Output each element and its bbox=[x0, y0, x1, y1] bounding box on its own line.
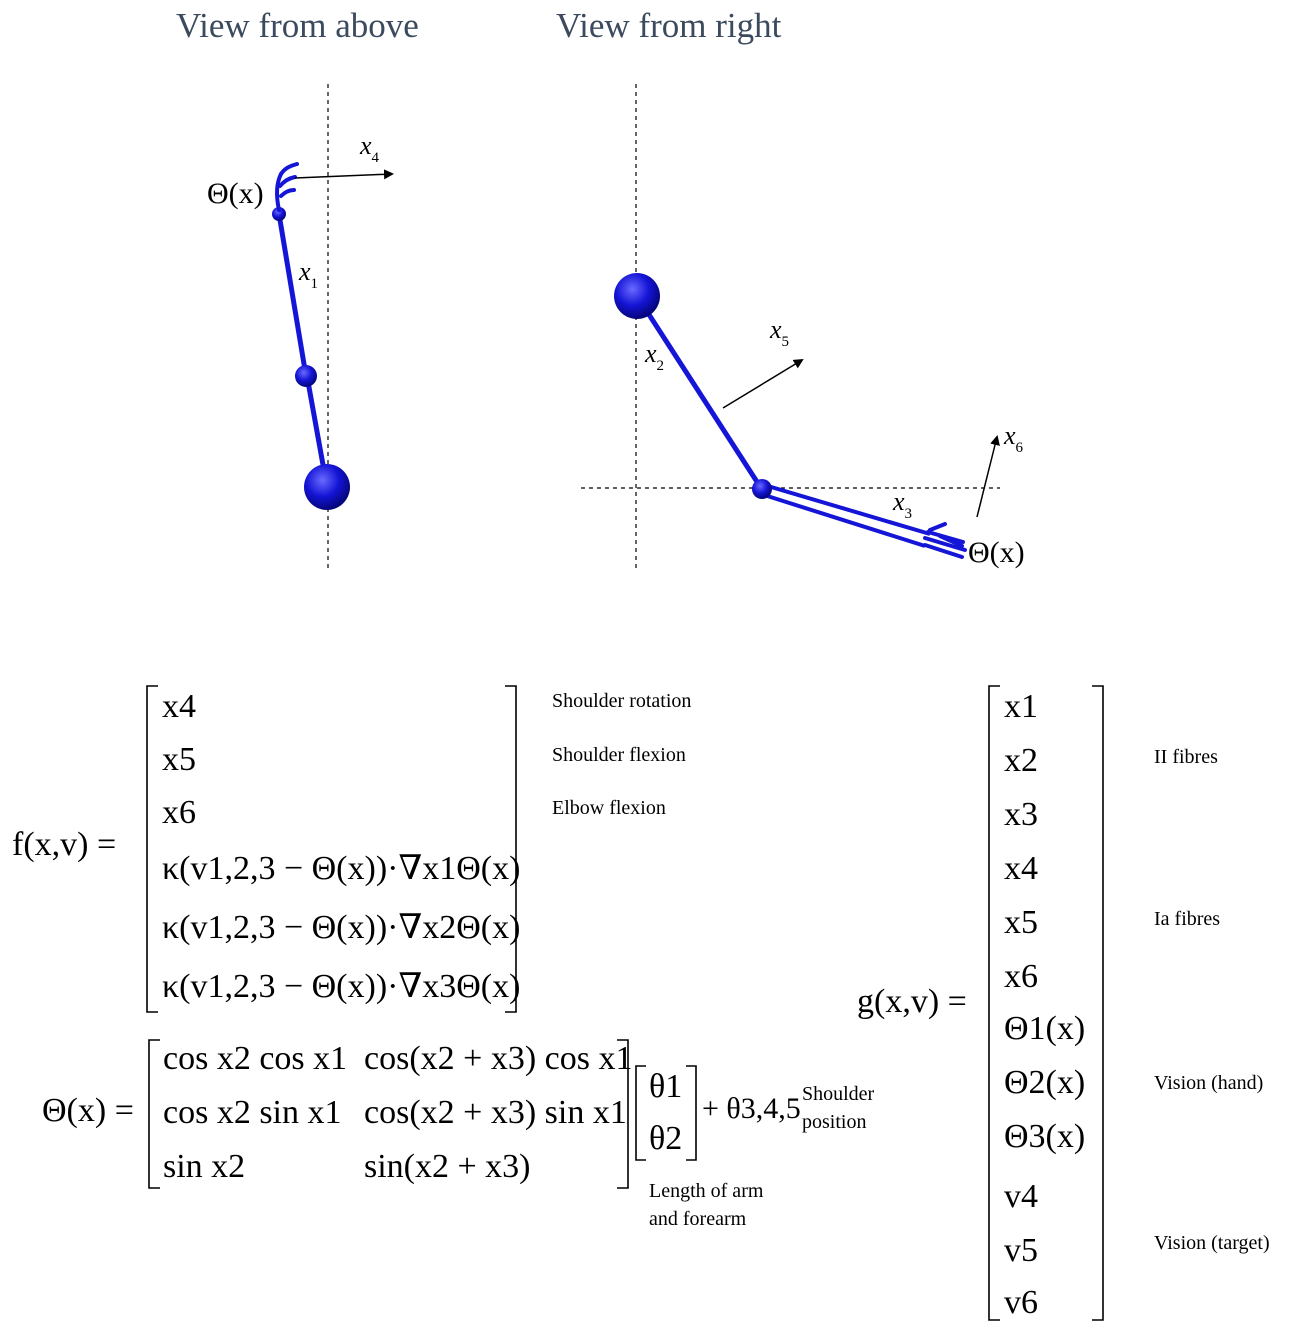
note-shoulder-rotation: Shoulder rotation bbox=[552, 690, 692, 712]
right-upper-arm bbox=[634, 294, 764, 490]
note-ii-fibres: II fibres bbox=[1154, 746, 1218, 768]
theta-cell-2-1: cos x2 sin x1 bbox=[163, 1094, 342, 1131]
above-shoulder-joint bbox=[304, 464, 350, 510]
g-row-4: x4 bbox=[1004, 850, 1038, 887]
above-forearm bbox=[276, 213, 309, 377]
above-x4-arrow bbox=[294, 169, 394, 180]
g-row-5: x5 bbox=[1004, 904, 1038, 941]
theta-vector-brackets bbox=[635, 1065, 697, 1161]
view-from-right-title: View from right bbox=[556, 6, 782, 45]
right-x3-label: x3 bbox=[892, 487, 912, 522]
f-matrix-brackets bbox=[146, 685, 517, 1013]
note-and-forearm: and forearm bbox=[649, 1208, 747, 1230]
note-elbow-flexion: Elbow flexion bbox=[552, 797, 666, 819]
g-row-9: Θ3(x) bbox=[1004, 1118, 1086, 1155]
note-vision-hand: Vision (hand) bbox=[1154, 1072, 1264, 1094]
above-x4-label: x4 bbox=[359, 131, 380, 166]
theta-cell-2-2: cos(x2 + x3) sin x1 bbox=[364, 1094, 627, 1131]
g-row-1: x1 bbox=[1004, 688, 1038, 725]
above-theta-label: Θ(x) bbox=[207, 177, 264, 210]
right-theta-label: Θ(x) bbox=[968, 536, 1025, 569]
g-equation-lhs: g(x,v) = bbox=[857, 983, 967, 1020]
g-row-2: x2 bbox=[1004, 742, 1038, 779]
right-forearm bbox=[760, 482, 931, 548]
g-vector-brackets bbox=[988, 685, 1104, 1321]
note-shoulder: Shoulder bbox=[802, 1083, 875, 1105]
note-ia-fibres: Ia fibres bbox=[1154, 908, 1221, 930]
g-row-10: v4 bbox=[1004, 1178, 1038, 1215]
f-row-3: x6 bbox=[162, 794, 196, 831]
g-row-8: Θ2(x) bbox=[1004, 1064, 1086, 1101]
above-x1-label: x1 bbox=[298, 257, 318, 292]
right-hand-icon bbox=[923, 522, 967, 559]
right-x5-arrow bbox=[722, 358, 804, 409]
theta-cell-3-2: sin(x2 + x3) bbox=[364, 1148, 531, 1185]
right-x6-arrow bbox=[976, 435, 1000, 518]
right-elbow-joint bbox=[752, 479, 772, 499]
theta-matrix-brackets bbox=[148, 1039, 629, 1189]
g-row-6: x6 bbox=[1004, 958, 1038, 995]
above-elbow-joint bbox=[295, 365, 317, 387]
theta-equation-lhs: Θ(x) = bbox=[42, 1092, 134, 1129]
right-x6-label: x6 bbox=[1003, 421, 1024, 456]
g-row-12: v6 bbox=[1004, 1284, 1038, 1321]
right-x5-label: x5 bbox=[769, 315, 789, 350]
theta-cell-3-1: sin x2 bbox=[163, 1148, 246, 1185]
view-from-above-title: View from above bbox=[176, 6, 419, 45]
f-row-2: x5 bbox=[162, 741, 196, 778]
note-position: position bbox=[802, 1111, 867, 1133]
theta-vector-1: θ1 bbox=[649, 1068, 683, 1105]
right-x2-label: x2 bbox=[644, 339, 664, 374]
f-equation-lhs: f(x,v) = bbox=[12, 826, 117, 863]
right-shoulder-joint bbox=[614, 273, 660, 319]
above-hand-icon bbox=[274, 162, 299, 212]
f-row-4: κ(v1,2,3 − Θ(x))·∇x1Θ(x) bbox=[162, 850, 521, 887]
above-wrist-joint bbox=[272, 207, 286, 221]
note-shoulder-flexion: Shoulder flexion bbox=[552, 744, 686, 766]
theta-cell-1-1: cos x2 cos x1 bbox=[163, 1040, 348, 1077]
note-vision-target: Vision (target) bbox=[1154, 1232, 1270, 1254]
g-row-3: x3 bbox=[1004, 796, 1038, 833]
note-length-of-arm: Length of arm bbox=[649, 1180, 764, 1202]
f-row-1: x4 bbox=[162, 688, 196, 725]
f-row-6: κ(v1,2,3 − Θ(x))·∇x3Θ(x) bbox=[162, 968, 521, 1005]
g-row-7: Θ1(x) bbox=[1004, 1010, 1086, 1047]
theta-cell-1-2: cos(x2 + x3) cos x1 bbox=[364, 1040, 633, 1077]
f-row-5: κ(v1,2,3 − Θ(x))·∇x2Θ(x) bbox=[162, 909, 521, 946]
theta-plus-term: + θ3,4,5 bbox=[702, 1092, 801, 1125]
theta-vector-2: θ2 bbox=[649, 1120, 683, 1157]
g-row-11: v5 bbox=[1004, 1232, 1038, 1269]
